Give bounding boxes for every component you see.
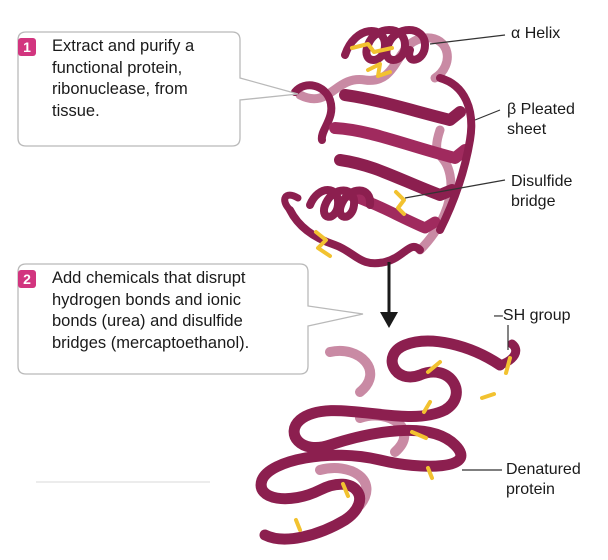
disulfide-bond-2 [366,62,392,78]
beta-strand-4 [344,189,441,234]
step-1-bubble [17,31,299,147]
disulfide-bond-3 [394,190,406,216]
folded-tail [281,191,302,214]
leader-disulfide [404,179,506,199]
denatured-protein [255,335,521,545]
label-denatured-protein: Denatured protein [506,461,581,498]
sh-group-tick [341,482,350,498]
sh-group-tick [410,430,428,440]
denatured-ribbon [255,335,506,545]
sh-group-tick [294,518,302,532]
label-beta-sheet: β Pleated sheet [507,101,575,138]
lower-helix-ribbon [306,186,375,221]
beta-strand-2 [329,122,471,164]
disulfide-bond-1 [350,42,394,54]
label-alpha-helix: α Helix [511,25,561,42]
sh-group-tick [504,356,512,375]
step-1-text: Extract and purify a functional protein,… [52,37,195,120]
sh-group-tick [480,392,496,400]
sh-group-tick [422,400,432,414]
step-1-callout: 1 Extract and purify a functional protei… [17,28,303,152]
step-2-callout: 2 Add chemicals that disrupt hydrogen bo… [17,262,368,382]
alpha-helix-ribbon [341,26,429,64]
step-2-badge: 2 [18,270,36,288]
leader-alpha-helix [429,34,506,45]
folded-ribbon-back [295,33,452,104]
sh-group-tick [426,360,442,374]
beta-strand-3 [334,154,458,201]
step-1-badge: 1 [18,38,36,56]
leader-lines [404,34,509,471]
sh-group-tick [426,466,434,480]
sh-groups [294,356,512,532]
process-arrow [380,262,398,328]
folded-loop-left [291,81,336,144]
beta-strand-1 [339,89,466,126]
label-sh-group: –SH group [494,307,571,324]
step-2-bubble [17,263,364,375]
leader-beta-sheet [474,109,501,121]
label-disulfide-bridge: Disulfide bridge [511,173,573,210]
folded-protein [281,26,476,268]
step-2-text: Add chemicals that disrupt hydrogen bond… [52,269,250,352]
folded-loop-bottom [286,206,424,268]
beta-sheet-ribbon [436,74,476,234]
disulfide-bond-4 [314,230,332,258]
